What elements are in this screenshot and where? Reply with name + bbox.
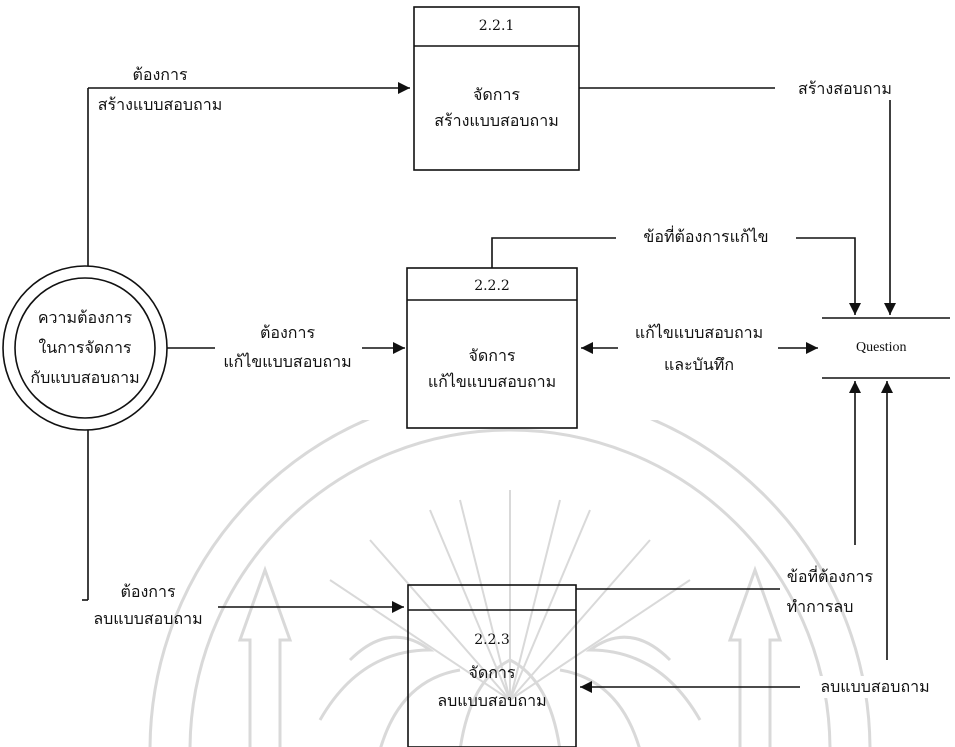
process-name-221-line2: สร้างแบบสอบถาม [434,111,559,130]
flow-label-create-request-line1: ต้องการ [132,65,188,84]
flow-label-create-request-line2: สร้างแบบสอบถาม [97,95,223,114]
external-entity-inner-circle [14,277,156,419]
flow-label-edit-request-line2: แก้ไขแบบสอบถาม [223,352,352,371]
flow-label-delete-request-line1: ต้องการ [120,582,176,601]
process-id-221: 2.2.1 [478,18,515,34]
flow-label-delete-out: ลบแบบสอบถาม [800,676,950,698]
flow-label-delete-item-line1: ข้อที่ต้องการ [786,567,874,586]
flow-label-edit-save-line2: และบันทึก [663,355,735,374]
flow-label-delete-request-line2: ลบแบบสอบถาม [93,609,203,628]
flow-label-edit-save-line1: แก้ไขแบบสอบถาม [634,323,764,342]
process-id-222: 2.2.2 [474,278,510,294]
process-box-223 [407,584,577,747]
process-name-221-line1: จัดการ [472,85,521,104]
process-id-223: 2.2.3 [474,632,510,648]
process-name-222-line2: แก้ไขแบบสอบถาม [427,372,557,391]
flow-label-edit-request-line1: ต้องการ [259,323,316,342]
flow-label-edit-item: ข้อที่ต้องการแก้ไข [616,226,796,248]
flow-create-out [579,87,896,315]
external-entity-line3: กับแบบสอบถาม [30,368,140,387]
external-entity-line1: ความต้องการ [37,308,133,327]
process-name-222-line1: จัดการ [468,346,516,365]
process-name-223-line1: จัดการ [468,663,516,682]
data-store-name: Question [856,340,907,355]
flow-label-create-out: สร้างสอบถาม [775,78,915,100]
external-entity-line2: ในการจัดการ [38,338,132,357]
process-name-223-line2: ลบแบบสอบถาม [437,691,547,710]
flow-label-delete-item-line2: ทำการลบ [786,597,854,616]
